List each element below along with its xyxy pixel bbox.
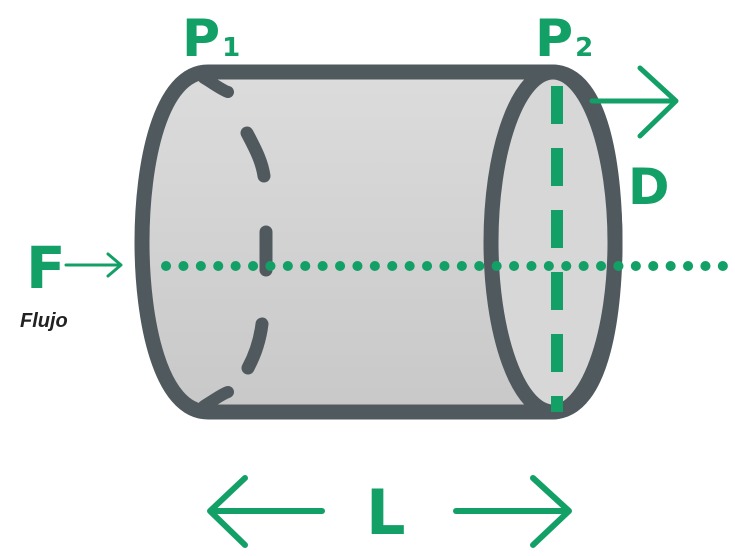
label-length: L	[366, 476, 406, 549]
cylinder	[134, 64, 623, 420]
length-arrow-right	[453, 475, 572, 548]
left-cap-notch-bottom	[198, 386, 234, 412]
length-arrow-left	[207, 475, 325, 548]
label-force: F	[26, 234, 66, 302]
left-cap-notch-top	[198, 72, 234, 98]
hidden-edge-dash-bottom	[241, 317, 269, 375]
label-p1: P1	[182, 9, 240, 69]
label-diameter: D	[628, 158, 670, 216]
label-p2: P2	[535, 9, 593, 69]
label-flow: Flujo	[20, 310, 68, 332]
hidden-edge-dash-top	[240, 126, 271, 183]
inlet-arrow	[64, 252, 123, 278]
outlet-arrow	[589, 65, 679, 139]
